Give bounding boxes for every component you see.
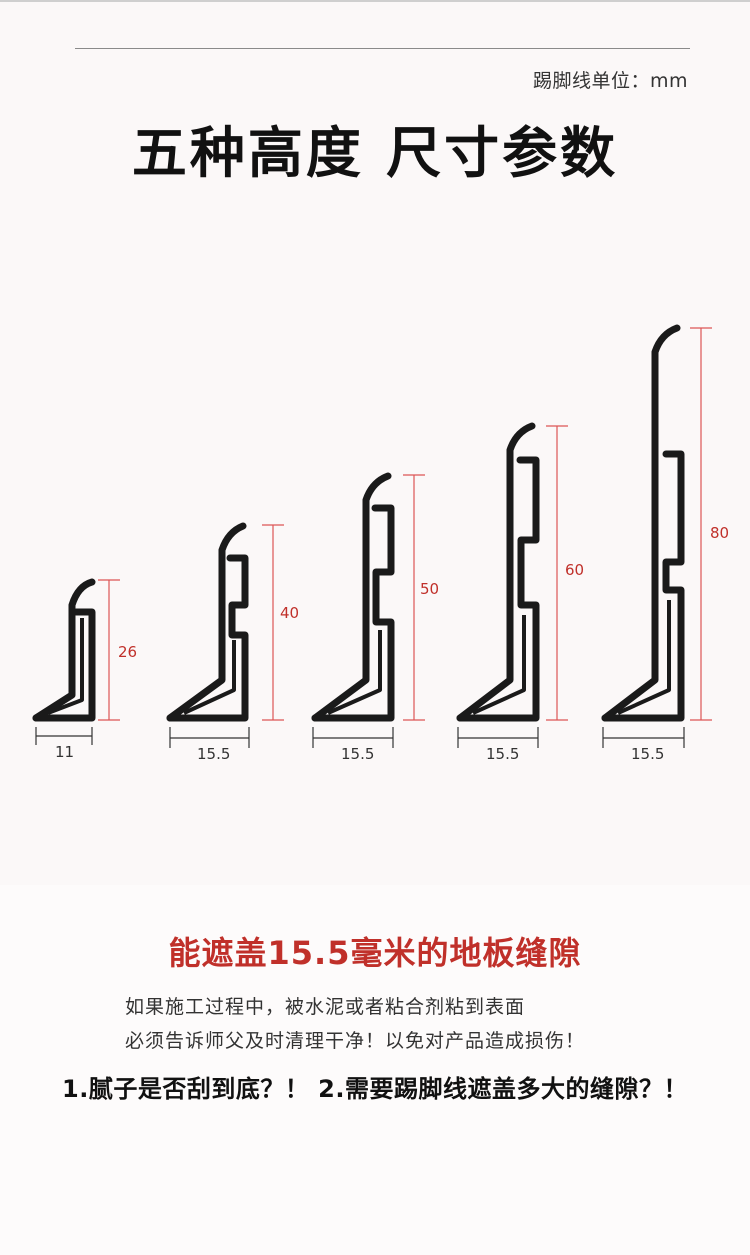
height-label: 60 [565,561,584,579]
install-note-line-2: 必须告诉师父及时清理干净！以免对产品造成损伤！ [125,1030,586,1052]
page-title: 五种高度 尺寸参数 [131,121,619,185]
height-label: 26 [118,643,137,661]
width-label: 11 [55,743,74,761]
width-label: 15.5 [341,745,374,763]
top-edge [0,0,750,2]
profile-80: 80 15.5 [601,324,729,763]
install-note-line-1: 如果施工过程中，被水泥或者粘合剂粘到表面 [125,996,526,1018]
width-label: 15.5 [486,745,519,763]
height-label: 40 [280,604,299,622]
height-label: 50 [420,580,439,598]
profile-40: 40 15.5 [166,522,299,763]
profile-diagram: 26 11 40 15.5 50 15.5 [32,324,729,763]
coverage-highlight: 能遮盖15.5毫米的地板缝隙 [168,934,582,972]
profile-26: 26 11 [32,578,137,761]
profile-50: 50 15.5 [311,472,439,763]
profile-60: 60 15.5 [456,422,584,763]
unit-note: 踢脚线单位：mm [532,70,688,92]
header-divider [75,48,690,49]
questions-text: 1.腻子是否刮到底？！ 2.需要踢脚线遮盖多大的缝隙？！ [62,1075,688,1103]
height-label: 80 [710,524,729,542]
width-label: 15.5 [631,745,664,763]
bottom-panel [0,885,750,1255]
width-label: 15.5 [197,745,230,763]
